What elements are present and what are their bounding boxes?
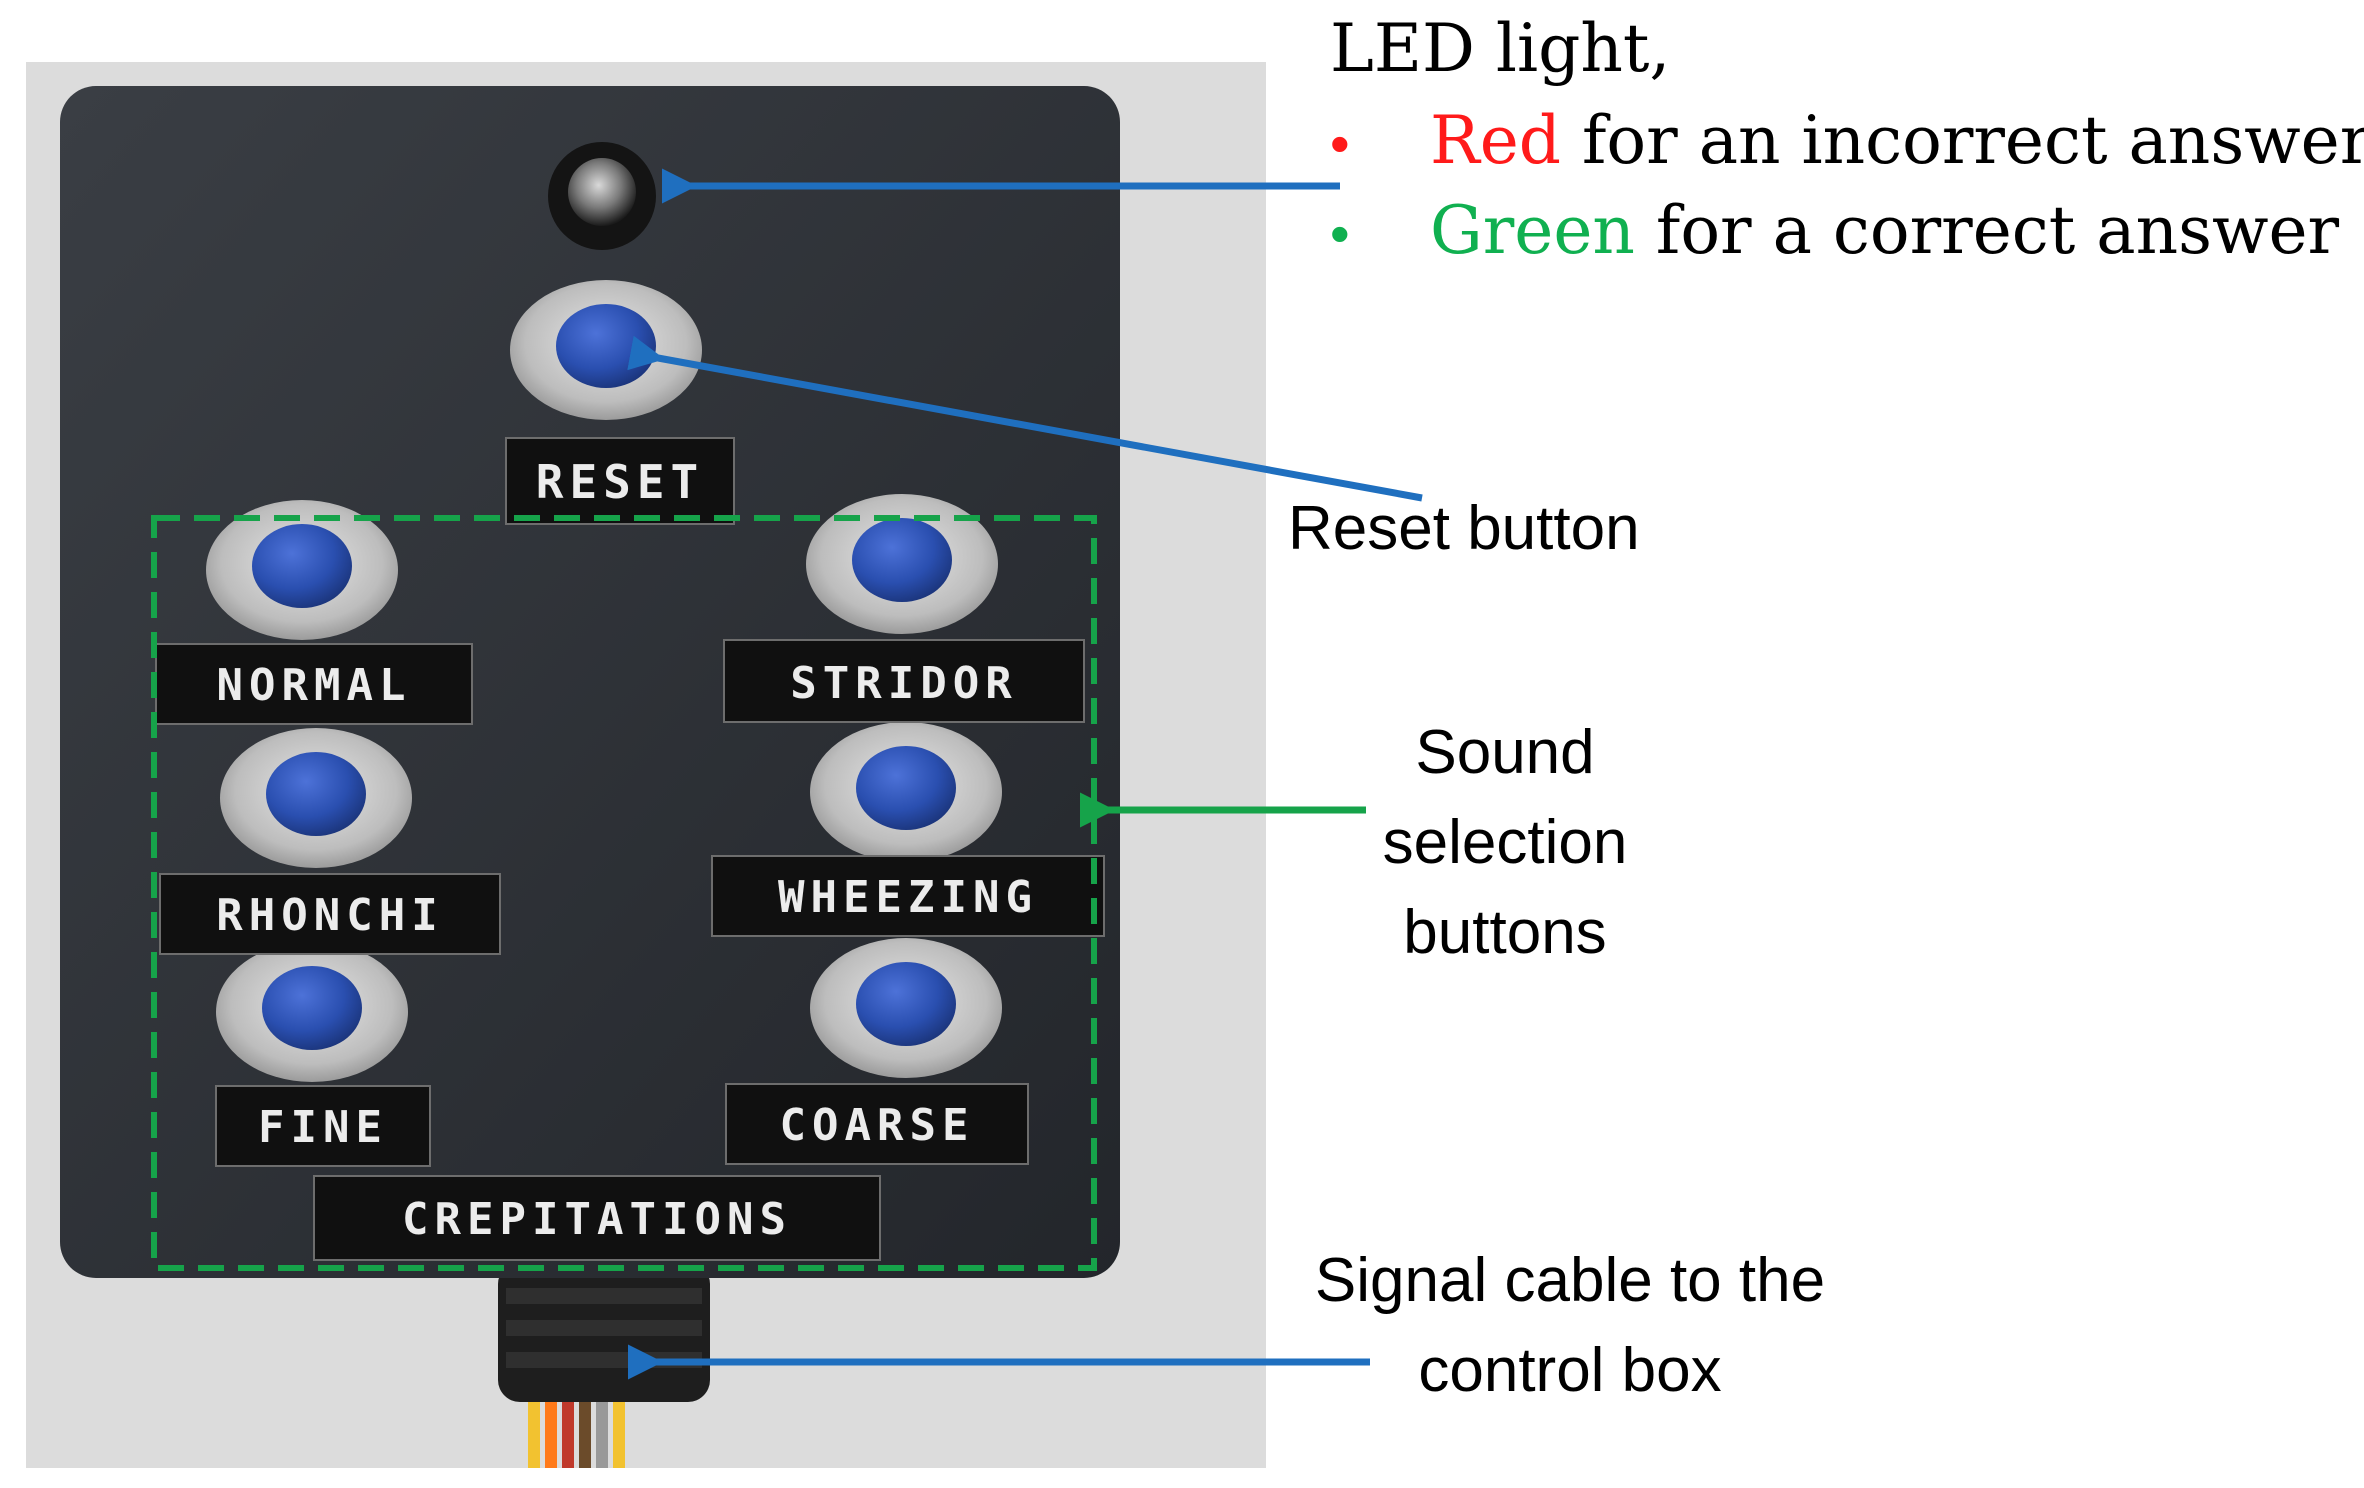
fine-label-text: FINE bbox=[258, 1102, 388, 1153]
sound-selection-frame bbox=[151, 515, 1097, 1271]
rhonchi-push-button[interactable] bbox=[220, 728, 412, 868]
rhonchi-label-text: RHONCHI bbox=[216, 890, 443, 941]
green-bullet-dot: • bbox=[1330, 202, 1350, 265]
led-green-bullet: •Green for a correct answer bbox=[1330, 198, 2339, 264]
stridor-label-text: STRIDOR bbox=[790, 658, 1017, 709]
led-red-bullet: •Red for an incorrect answer bbox=[1330, 108, 2364, 174]
wheezing-label-text: WHEEZING bbox=[778, 872, 1038, 923]
sound-selection-callout: Sound selection buttons bbox=[1382, 718, 1628, 967]
stridor-push-button[interactable] bbox=[806, 494, 998, 634]
normal-label-tape: NORMAL bbox=[155, 643, 473, 725]
led-light bbox=[548, 142, 656, 250]
signal-cable-callout: Signal cable to the control box bbox=[1314, 1246, 1826, 1405]
red-word: Red bbox=[1430, 102, 1562, 179]
fine-push-button[interactable] bbox=[216, 942, 408, 1082]
green-word: Green bbox=[1430, 192, 1635, 269]
red-bullet-rest: for an incorrect answer bbox=[1561, 102, 2364, 179]
crepitations-label-text: CREPITATIONS bbox=[402, 1194, 792, 1245]
cable-wires bbox=[528, 1390, 625, 1468]
reset-label-tape: RESET bbox=[505, 437, 735, 525]
wheezing-push-button[interactable] bbox=[810, 722, 1002, 862]
reset-push-button[interactable] bbox=[510, 280, 702, 420]
rhonchi-label-tape: RHONCHI bbox=[159, 873, 501, 955]
crepitations-label-tape: CREPITATIONS bbox=[313, 1175, 881, 1261]
wheezing-label-tape: WHEEZING bbox=[711, 855, 1105, 937]
stridor-label-tape: STRIDOR bbox=[723, 639, 1085, 723]
normal-label-text: NORMAL bbox=[217, 660, 412, 711]
coarse-label-tape: COARSE bbox=[725, 1083, 1029, 1165]
led-callout-title: LED light, bbox=[1330, 10, 1671, 87]
red-bullet-dot: • bbox=[1330, 112, 1350, 175]
reset-label-text: RESET bbox=[536, 455, 704, 509]
green-bullet-rest: for a correct answer bbox=[1634, 192, 2340, 269]
cable-gland bbox=[498, 1262, 710, 1402]
fine-label-tape: FINE bbox=[215, 1085, 431, 1167]
normal-push-button[interactable] bbox=[206, 500, 398, 640]
coarse-push-button[interactable] bbox=[810, 938, 1002, 1078]
reset-button-callout: Reset button bbox=[1288, 494, 1640, 563]
coarse-label-text: COARSE bbox=[780, 1100, 975, 1151]
reset-arrow bbox=[627, 335, 1423, 502]
